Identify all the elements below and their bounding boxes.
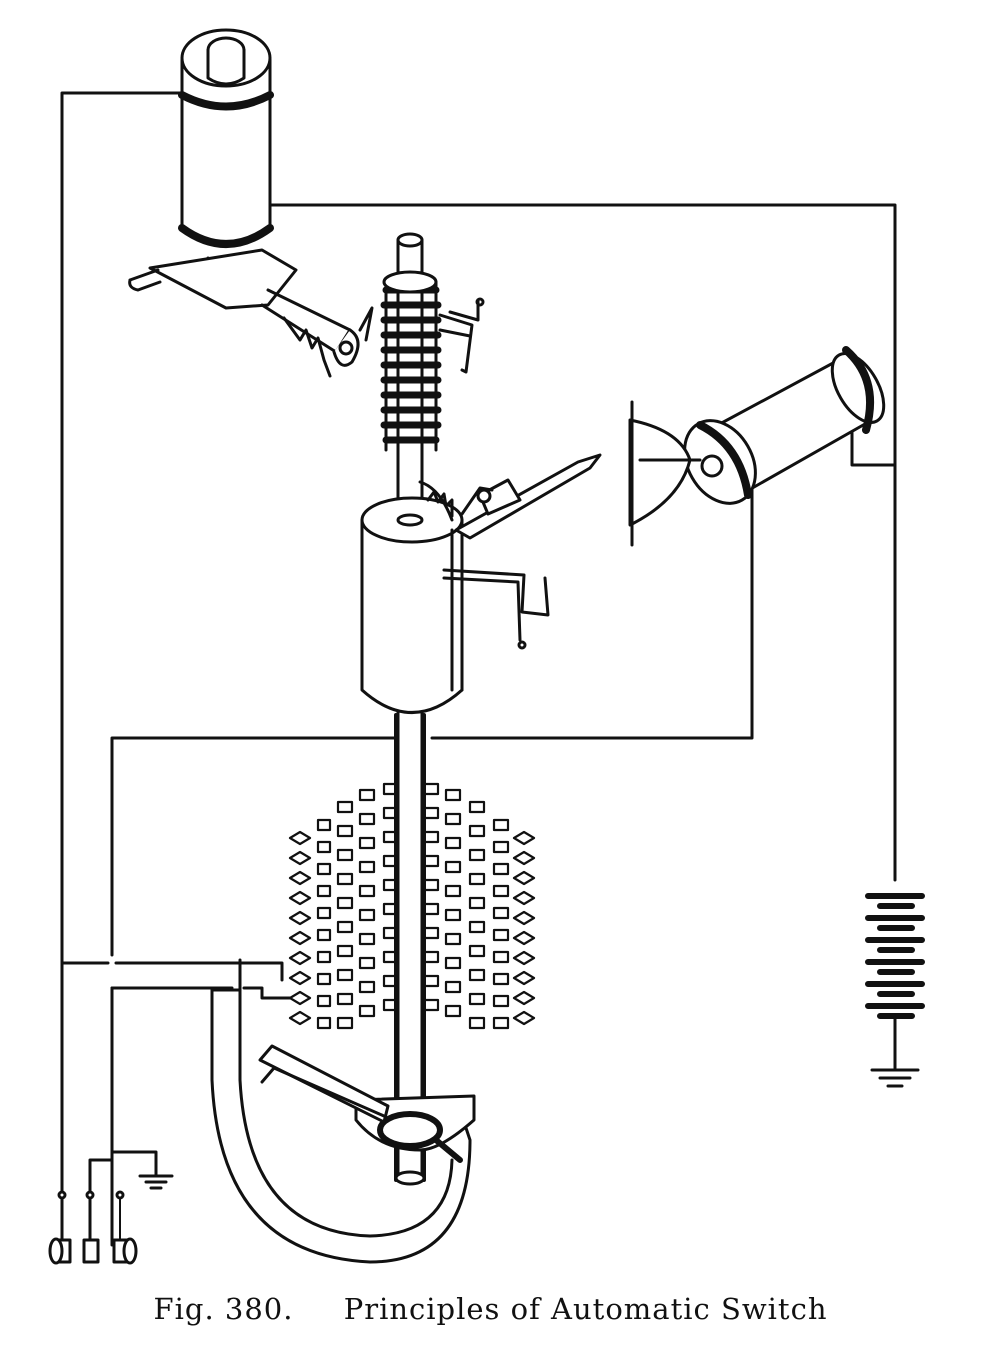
battery-icon [865, 893, 925, 1070]
wiper-arm-icon [210, 988, 476, 1264]
off-normal-springs [438, 297, 485, 374]
vertical-magnet-icon [128, 28, 374, 378]
terminal-binding-posts-icon [48, 1190, 138, 1265]
rotary-magnet-icon [442, 346, 886, 650]
automatic-switch-diagram [48, 28, 925, 1265]
figure-title: Principles of Automatic Switch [343, 1292, 828, 1326]
figure-caption: Fig. 380. Principles of Automatic Switch [0, 1292, 981, 1326]
ground-icon [870, 1068, 920, 1088]
figure-label: Fig. 380. [153, 1292, 294, 1326]
circuit-wires [60, 91, 897, 1247]
contact-bank-icon [288, 782, 536, 1030]
switch-shaft-icon [360, 232, 464, 1186]
